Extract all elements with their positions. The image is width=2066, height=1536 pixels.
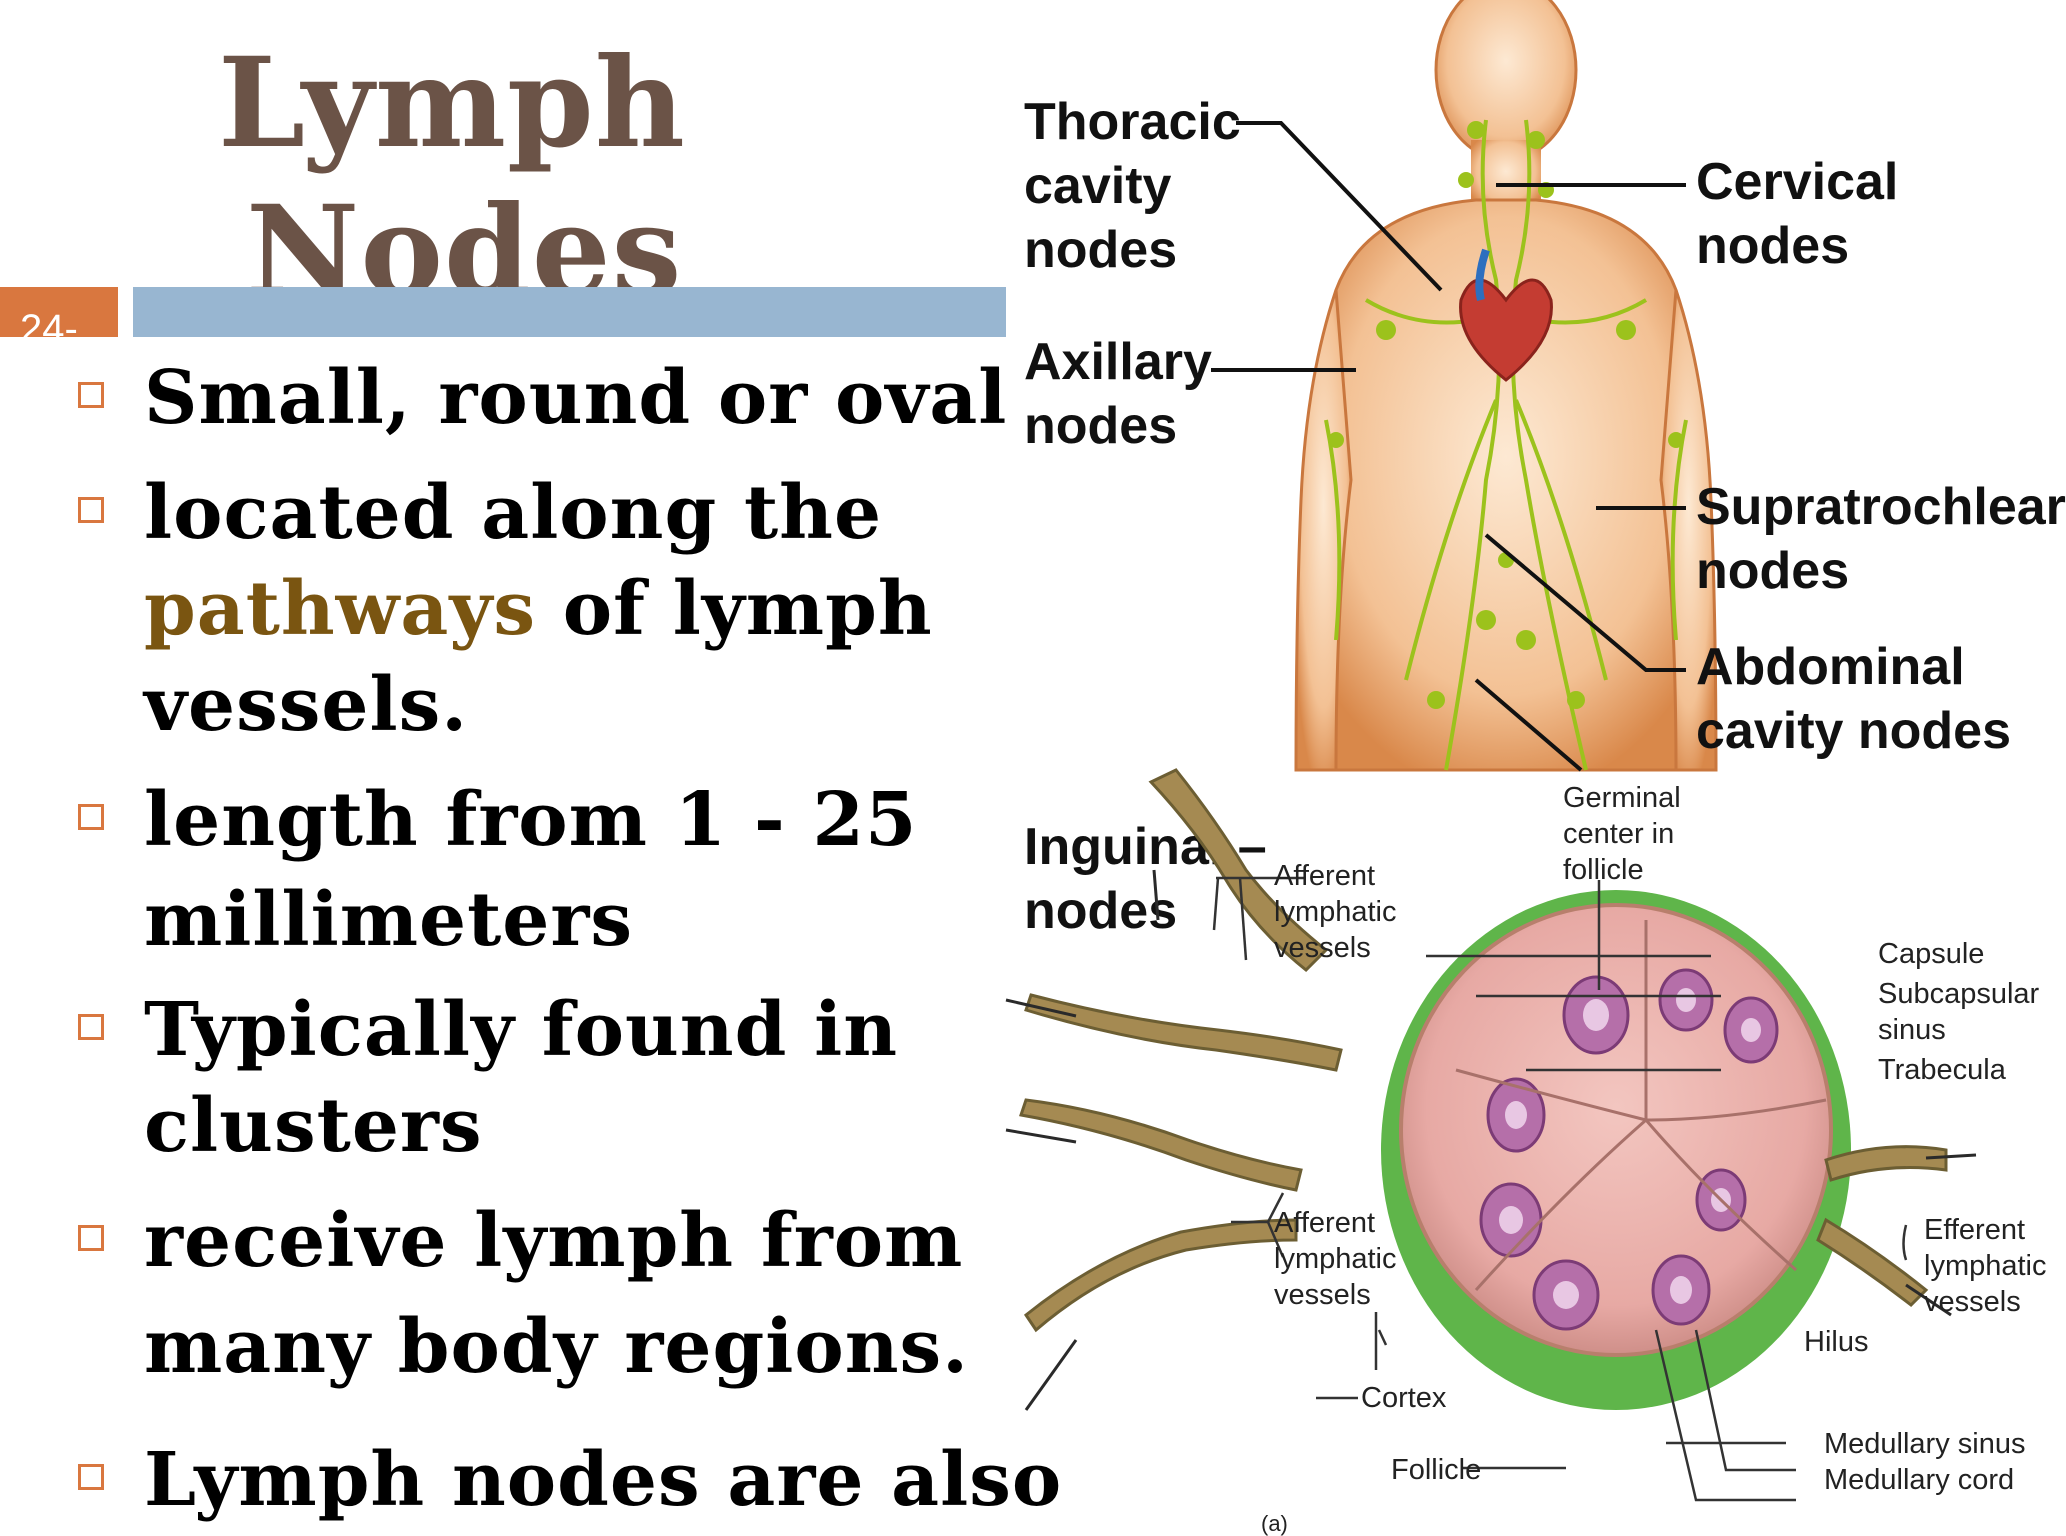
bullet-text: vessels. [144,662,469,748]
label-subcapsular-sinus: Subcapsular sinus [1878,978,2040,1046]
label-abdominal-nodes: Abdominal cavity nodes [1696,638,2012,760]
slide-number: 24- [20,307,78,351]
label-afferent-vessels-bottom: Afferent lymphatic vessels [1274,1207,1397,1311]
label-cortex: Cortex [1361,1382,1447,1414]
title-line-1: Lymph [218,31,686,176]
bullet-square-icon [78,382,104,408]
bullet-square-icon [78,804,104,830]
label-inguinal-nodes: Inguinal – nodes [1024,818,1267,940]
label-trabecula: Trabecula [1878,1054,2006,1086]
bullet-text: many body regions. [144,1304,969,1390]
slide-number-box: 24- [0,287,118,351]
bullet-square-icon [78,1225,104,1251]
label-follicle: Follicle [1391,1454,1482,1486]
bullet-list: Small, round or oval located along the p… [0,350,1061,1536]
title-divider-bar [133,287,1006,337]
bullet-text-rest: of lymph [535,566,933,652]
bullet-text: Small, round or oval [144,355,1008,441]
label-efferent-vessels: Efferent lymphatic vessels [1924,1214,2047,1318]
label-germinal-center: Germinal center in follicle [1563,782,1681,886]
label-hilus: Hilus [1804,1326,1869,1358]
slide-title: Lymph Nodes [218,30,778,326]
lymphatic-body-illustration [1211,0,1718,772]
bullet-square-icon [78,1014,104,1040]
bullet-square-icon [78,1464,104,1490]
label-cervical-nodes: Cervical nodes [1696,153,1899,275]
highlight-word: pathways [144,566,536,652]
label-capsule: Capsule [1878,938,1985,970]
label-medullary-cord: Medullary cord [1824,1464,2015,1496]
label-axillary-nodes: Axillary nodes [1024,333,1212,455]
label-supratrochlear-nodes: Supratrochlear nodes [1696,478,2066,600]
panel-letter: (a) [1261,1511,1288,1536]
bullet-square-icon [78,497,104,523]
bullet-text: pathways of lymph [144,561,1024,657]
label-medullary-sinus: Medullary sinus [1824,1428,2026,1460]
bullet-text: clusters [144,1083,483,1169]
illustration-panel: Thoracic cavity nodes Cervical nodes Axi… [1005,0,2066,1536]
lymph-node-cross-section-illustration [1005,768,1977,1502]
bullet-text: located along the [144,470,883,556]
bullet-text: receive lymph from [144,1198,964,1284]
bullet-text: Lymph nodes are also [144,1437,1063,1523]
bullet-text: length from 1 - 25 [144,777,918,863]
bullet-text: millimeters [144,877,634,963]
label-thoracic-nodes: Thoracic cavity nodes [1024,93,1241,279]
bullet-text: Typically found in [144,987,898,1073]
label-afferent-vessels-top: Afferent lymphatic vessels [1274,860,1397,964]
